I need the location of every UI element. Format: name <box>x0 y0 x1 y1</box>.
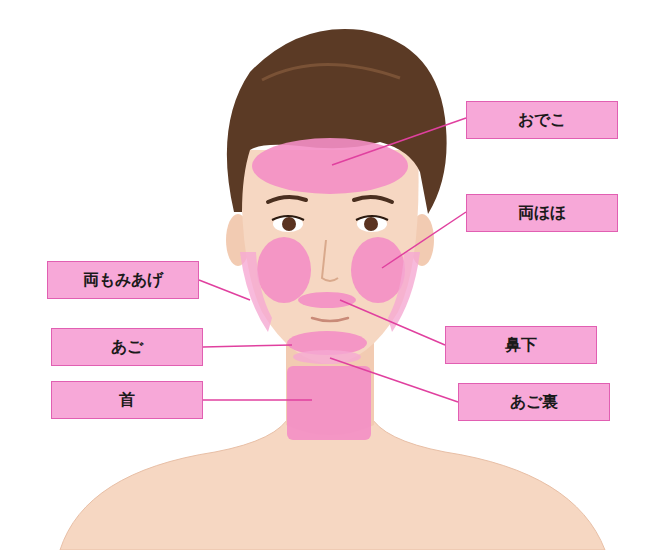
label-text: おでこ <box>518 110 566 131</box>
label-text: 両ほほ <box>518 203 566 224</box>
label-box: 首 <box>51 381 203 419</box>
label-text: あご <box>111 337 143 358</box>
label-box: あご <box>51 328 203 366</box>
label-box: 両もみあげ <box>47 261 199 299</box>
label-text: 両もみあげ <box>83 270 163 291</box>
label-box: おでこ <box>466 101 618 139</box>
label-box: 両ほほ <box>466 194 618 232</box>
label-text: 首 <box>119 390 135 411</box>
label-box: 鼻下 <box>445 326 597 364</box>
label-box: あご裏 <box>458 383 610 421</box>
label-text: 鼻下 <box>505 335 537 356</box>
label-text: あご裏 <box>510 392 558 413</box>
